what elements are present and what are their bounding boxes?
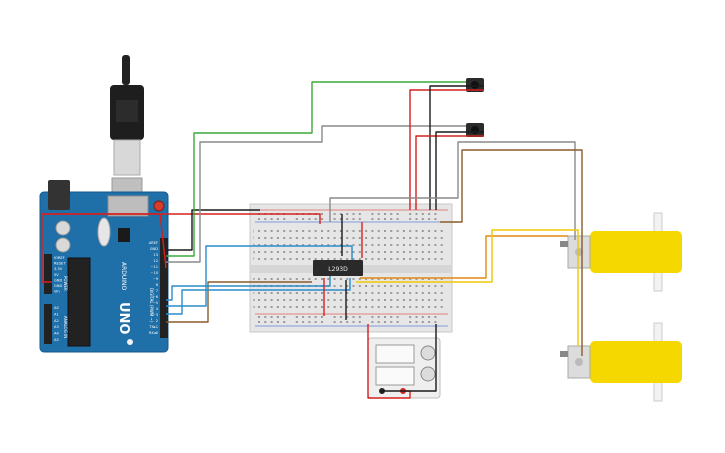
pin-label: 3.3V: [54, 267, 63, 271]
pin-label: AREF: [149, 241, 158, 245]
pin-label: 7: [156, 289, 158, 293]
pin-label: 12: [153, 259, 158, 263]
breadboard-row-label: i: [253, 236, 254, 240]
current-knob[interactable]: [420, 366, 436, 382]
arduino-brand-label: ARDUINO: [120, 262, 127, 291]
analog-label: ANALOG IN: [63, 316, 68, 338]
breadboard-row-label: b: [253, 298, 256, 302]
pin-label: ~6: [153, 295, 159, 299]
motor-top[interactable]: [560, 212, 682, 292]
wire-brown-motor[interactable]: [440, 149, 583, 356]
pin-label: GND: [54, 284, 62, 288]
l293d-chip[interactable]: L293D: [313, 260, 363, 276]
pin-label: 4: [156, 307, 159, 311]
pin-label: 2: [156, 319, 158, 323]
digital-label: DIGITAL (PWM ~): [149, 288, 154, 323]
reset-button[interactable]: [153, 200, 165, 212]
wire-black-gnd[interactable]: [166, 209, 260, 251]
tx-led: [127, 339, 133, 345]
switch-top[interactable]: [466, 78, 484, 92]
pin-label: A2: [54, 319, 59, 323]
wire-black-switch-bottom[interactable]: [435, 131, 484, 210]
pin-label: ~9: [153, 277, 159, 281]
wire-red-rail[interactable]: [42, 213, 321, 224]
wire-blue-1[interactable]: [166, 245, 353, 307]
wire-red-switch-top[interactable]: [409, 89, 484, 210]
pin-label: TX▸1: [148, 325, 158, 329]
wire-red-switch-bottom[interactable]: [415, 135, 484, 210]
chip-label: L293D: [328, 266, 348, 273]
wire-black-switch-top[interactable]: [429, 85, 484, 210]
digital-header-labels: AREF GND 13 12 ~11 ~10 ~9 8 7 ~6 ~5 4 ~3 2TX▸1RX◂0: [148, 241, 158, 335]
pin-label: A0: [54, 306, 59, 310]
arduino-model-label: UNO: [116, 302, 131, 335]
pin-label: RESET: [54, 262, 66, 266]
pin-label: A4: [54, 332, 59, 336]
breadboard-row-label: c: [253, 291, 255, 295]
pin-label: ~11: [150, 265, 158, 269]
motor-bottom[interactable]: [560, 322, 682, 402]
wire-yellow-motor[interactable]: [356, 229, 579, 346]
breadboard-row-label: e: [253, 277, 255, 281]
pin-label: RX◂0: [149, 331, 159, 335]
power-label: POWER: [63, 276, 68, 291]
voltage-knob[interactable]: [420, 345, 436, 361]
pin-label: ~5: [153, 301, 158, 305]
breadboard-row-label: j: [252, 229, 254, 233]
pin-label: IOREF: [54, 256, 65, 260]
wire-blue-2[interactable]: [166, 278, 351, 315]
pin-label: A3: [54, 325, 59, 329]
pin-label: 5V: [54, 273, 59, 277]
pin-label: A5: [54, 338, 59, 342]
wire-brown-arduino[interactable]: [166, 281, 312, 323]
wire-black-supply[interactable]: [382, 324, 437, 392]
wire-gray-motor[interactable]: [329, 141, 576, 240]
wire-green-switch[interactable]: [166, 81, 466, 257]
wire-orange-motor[interactable]: [360, 235, 568, 279]
usb-cable: [110, 55, 144, 207]
breadboard-row-label: f: [253, 257, 255, 261]
pin-label: GND: [150, 247, 158, 251]
switch-bottom[interactable]: [466, 123, 484, 137]
pin-label: Vin: [54, 290, 60, 294]
wire-gray-switch[interactable]: [166, 125, 466, 263]
atmega-chip: [67, 257, 91, 347]
breadboard-row-label: a: [253, 305, 255, 309]
breadboard-row-label: g: [253, 250, 255, 254]
breadboard-row-label: h: [253, 243, 255, 247]
power-supply[interactable]: [367, 337, 441, 399]
pin-label: ~3: [153, 313, 158, 317]
pin-label: GND: [54, 278, 62, 282]
wires: [41, 81, 583, 399]
wire-blue-3[interactable]: [166, 276, 331, 301]
pin-label: ~10: [150, 271, 158, 275]
pin-label: 13: [153, 253, 158, 257]
pin-label: 8: [156, 283, 159, 287]
arduino-board[interactable]: ARDUINO UNO AREF GND 13 12 ~11 ~10 ~9 8 7 ~6 ~5 4 ~3…: [39, 180, 169, 353]
pin-label: A1: [54, 312, 59, 316]
